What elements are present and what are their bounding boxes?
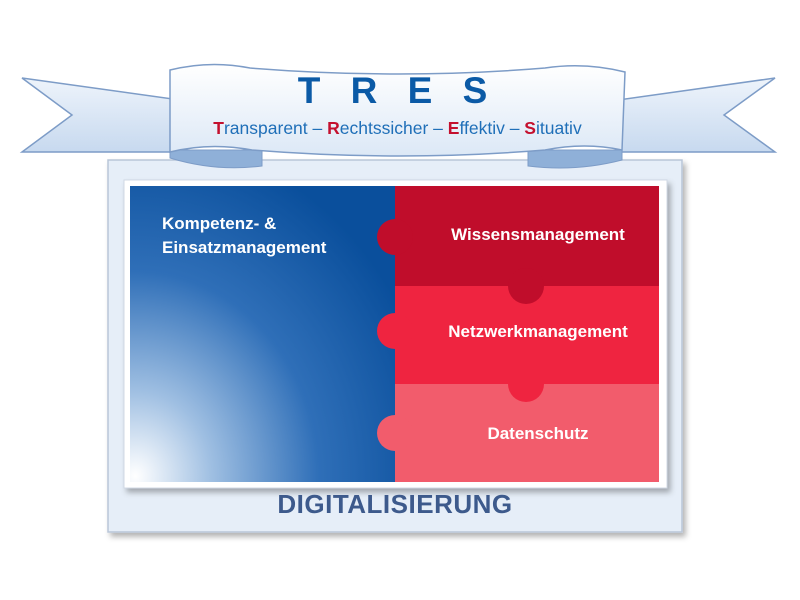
digitalisierung-label: DIGITALISIERUNG [277,489,513,519]
kompetenz-line-2: Einsatzmanagement [162,238,327,257]
banner-title: T R E S [297,70,498,111]
kompetenz-block [130,186,395,482]
subtitle-rest-s: ituativ [535,118,582,138]
subtitle-rest-t: ransparent [223,118,308,138]
datenschutz-label: Datenschutz [487,424,589,443]
ribbon-left-fold [169,149,263,169]
subtitle-initial-r: R [327,118,340,138]
subtitle-separator-1: – [307,118,328,138]
kompetenz-label: Kompetenz- & Einsatzmanagement [162,212,387,260]
kompetenz-line-1: Kompetenz- & [162,214,277,233]
netzwerk-label: Netzwerkmanagement [448,322,628,341]
subtitle-initial-e: E [447,118,460,138]
subtitle-separator-2: – [428,118,448,138]
ribbon-right-fold [527,149,623,169]
wissen-label: Wissensmanagement [451,225,625,244]
subtitle-separator-3: – [504,118,525,138]
wissen-knob [377,219,413,255]
subtitle-initial-s: S [524,118,536,138]
subtitle-rest-r: echtssicher [339,118,429,138]
ribbon-left-tail [19,77,183,153]
netzwerk-knob [377,313,413,349]
banner-subtitle: Transparent – Rechtssicher – Effektiv – … [165,118,630,139]
subtitle-initial-t: T [213,118,224,138]
wissen-bottom-knob [508,268,544,304]
ribbon-banner [169,63,626,157]
ribbon-right-tail [615,77,778,153]
subtitle-rest-e: ffektiv [459,118,505,138]
netzwerk-bottom-knob [508,366,544,402]
datenschutz-knob [377,415,413,451]
